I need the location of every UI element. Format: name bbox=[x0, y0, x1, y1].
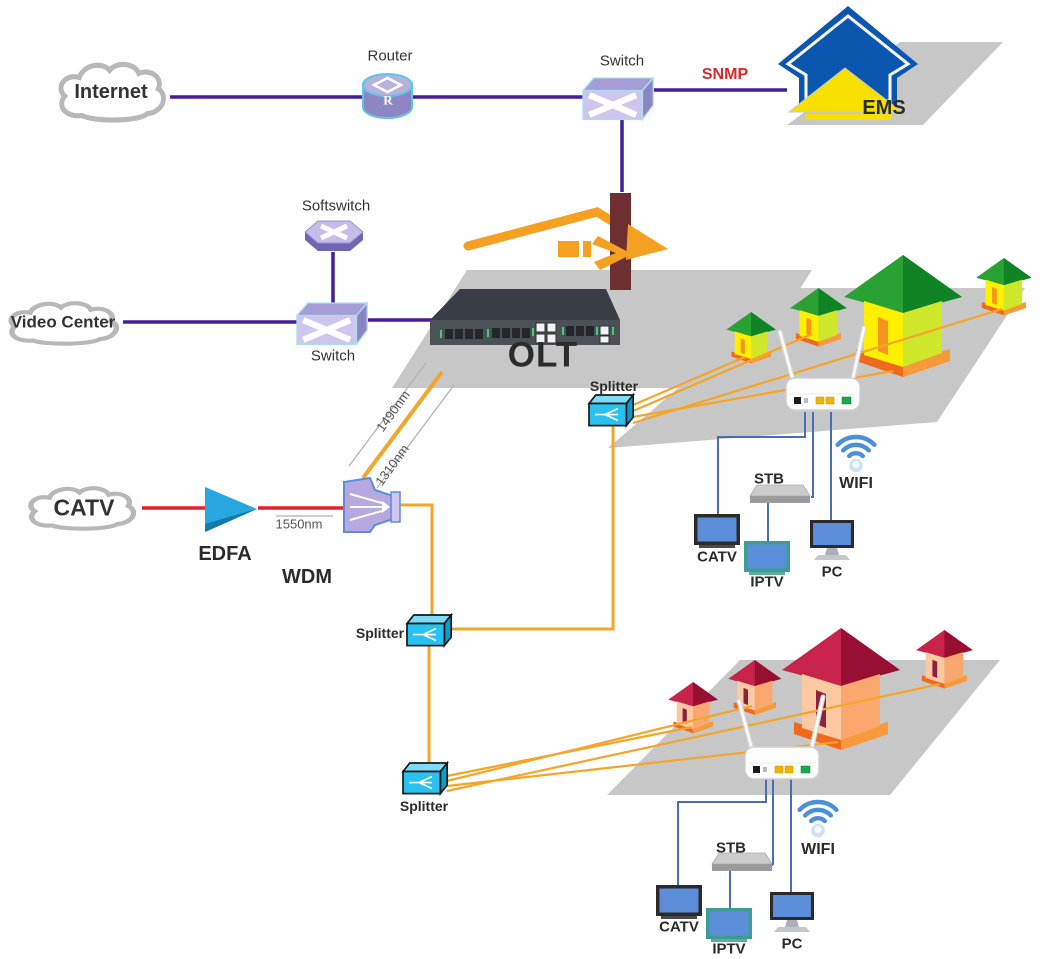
splitter-cluster1-label: Splitter bbox=[589, 378, 639, 394]
home-wiring-cluster2 bbox=[677, 777, 792, 910]
edfa-label: EDFA bbox=[198, 543, 252, 565]
fiber-links bbox=[348, 307, 1003, 793]
splitter-mid-label: Splitter bbox=[355, 625, 405, 641]
internet-label: Internet bbox=[74, 81, 148, 103]
switch-top-device bbox=[583, 78, 653, 119]
ems-label: EMS bbox=[862, 97, 906, 119]
stb-1-label: STB bbox=[754, 470, 784, 488]
wdm-label: WDM bbox=[282, 566, 332, 588]
pc-1 bbox=[810, 520, 854, 560]
pc-2 bbox=[770, 892, 814, 932]
wifi-1-label: WIFI bbox=[839, 475, 873, 492]
softswitch-device bbox=[304, 220, 364, 251]
switch-core-label: Switch bbox=[310, 347, 356, 365]
splitter-cluster1-device bbox=[588, 394, 635, 427]
pc-2-label: PC bbox=[781, 935, 803, 953]
snmp-label: SNMP bbox=[701, 66, 749, 83]
ems-arrow bbox=[778, 6, 918, 120]
stb-2-label: STB bbox=[716, 839, 746, 857]
router-letter: R bbox=[383, 92, 393, 108]
catv-2-label: CATV bbox=[659, 918, 699, 936]
wifi-icon-1 bbox=[838, 437, 875, 472]
iptv-tv-2 bbox=[706, 908, 752, 942]
switch-core-device bbox=[297, 303, 367, 344]
wifi-icon-2 bbox=[800, 802, 837, 837]
router-label: Router bbox=[367, 47, 413, 65]
home-wiring-cluster1 bbox=[717, 412, 832, 542]
catv-1-label: CATV bbox=[697, 548, 737, 566]
wifi-2-label: WIFI bbox=[801, 841, 835, 858]
splitter-mid-device bbox=[406, 614, 453, 647]
iptv-1-label: IPTV bbox=[750, 573, 784, 591]
pc-1-label: PC bbox=[821, 563, 843, 581]
switch-top-label: Switch bbox=[599, 52, 645, 70]
olt-label: OLT bbox=[507, 335, 579, 375]
ethernet-links bbox=[123, 88, 787, 324]
stb-1 bbox=[749, 484, 811, 504]
video-center-label: Video Center bbox=[10, 312, 116, 332]
iptv-tv-1 bbox=[744, 541, 790, 575]
central-office-building bbox=[463, 193, 668, 290]
catv-tv-1 bbox=[694, 514, 740, 548]
softswitch-label: Softswitch bbox=[301, 197, 371, 215]
router-device bbox=[362, 73, 413, 119]
wavelength-1550-label: 1550nm bbox=[275, 516, 323, 532]
splitter-cluster2-label: Splitter bbox=[399, 798, 449, 814]
olt-device bbox=[430, 289, 620, 345]
catv-tv-2 bbox=[656, 885, 702, 919]
splitter-cluster2-device bbox=[402, 762, 449, 795]
edfa-device bbox=[205, 487, 257, 532]
wdm-device bbox=[343, 476, 401, 533]
catv-source-label: CATV bbox=[53, 494, 115, 521]
iptv-2-label: IPTV bbox=[712, 940, 746, 958]
